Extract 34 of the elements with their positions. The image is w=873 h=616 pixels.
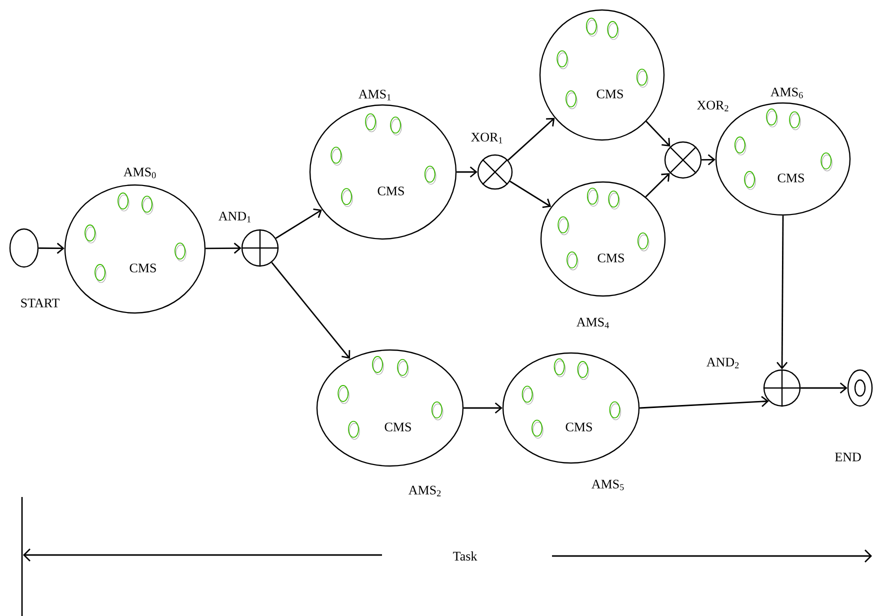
arrow	[38, 242, 64, 254]
node-label: CMS	[378, 186, 404, 196]
dimension-label: Task	[453, 551, 478, 561]
node-label: AMS$_{0}$	[124, 168, 156, 178]
node-label: AND$_{2}$	[706, 358, 739, 368]
arrow	[464, 402, 502, 414]
node-label: AMS$_{1}$	[358, 90, 391, 100]
arrow	[456, 166, 478, 178]
node-label: START	[21, 298, 60, 308]
arrow	[271, 262, 350, 359]
node-label: CMS	[596, 90, 623, 98]
arrow	[508, 118, 555, 161]
node-label: END	[835, 452, 861, 462]
arrow	[206, 242, 242, 254]
node-label: AMS$_{6}$	[770, 88, 803, 98]
arrow	[510, 180, 552, 208]
arrow	[646, 120, 670, 147]
node-label: CMS	[566, 422, 592, 432]
arrow	[702, 154, 716, 166]
node-label: CMS	[384, 422, 411, 432]
node-label: CMS	[130, 264, 156, 272]
node-label: AMS$_{5}$	[592, 480, 624, 490]
arrow	[275, 208, 322, 239]
node-label: AMS$_{2}$	[408, 486, 441, 496]
node-label: CMS	[598, 254, 624, 262]
arrow	[800, 382, 848, 394]
arrow	[645, 173, 670, 198]
arrow	[640, 396, 769, 409]
node-label: XOR$_{1}$	[471, 132, 502, 144]
node-label: CMS	[778, 174, 804, 182]
node-label: AND$_{1}$	[218, 212, 251, 222]
node-label: AMS$_{4}$	[576, 318, 609, 328]
arrow	[776, 216, 788, 370]
node-label: XOR$_{2}$	[697, 100, 728, 112]
